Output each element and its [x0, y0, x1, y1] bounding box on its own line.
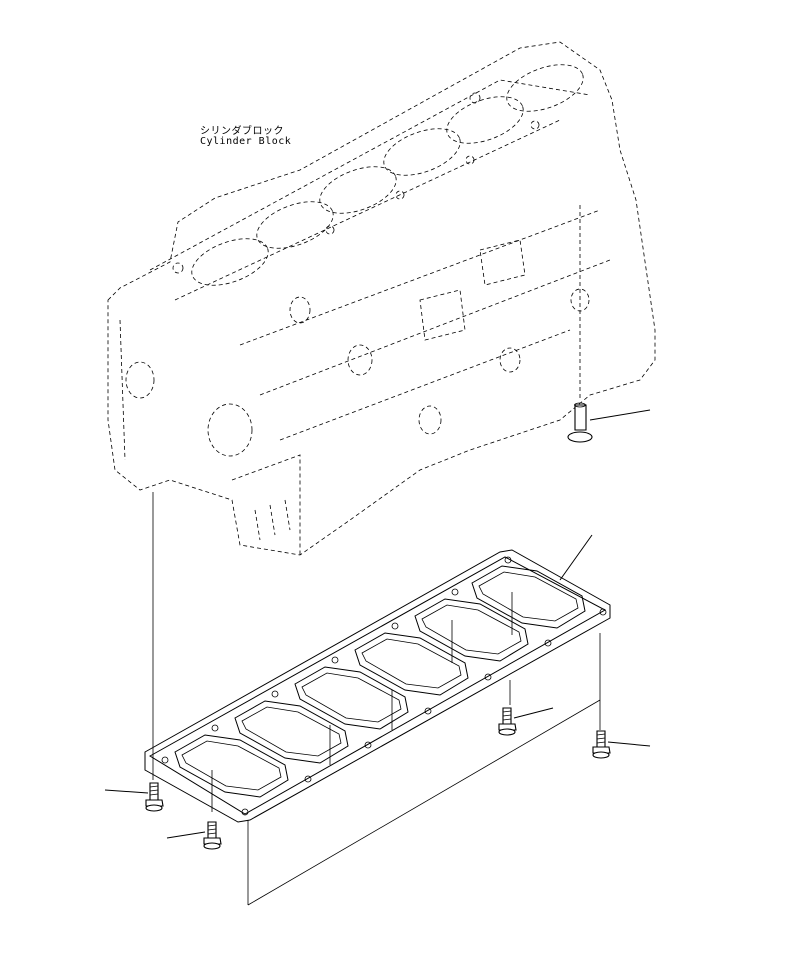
dowel-pin — [567, 205, 651, 443]
bolt-left-lower — [166, 821, 222, 850]
bolt-right — [592, 730, 651, 759]
cylinder-block-phantom — [107, 41, 656, 556]
cylinder-block-label-jp: シリンダブロック — [200, 126, 284, 137]
assembly-leader-lines — [152, 492, 601, 906]
bolt-center — [498, 707, 554, 736]
cylinder-block-label-en: Cylinder Block — [200, 136, 292, 147]
gasket-plate — [144, 534, 611, 823]
bolt-left-upper — [104, 782, 164, 812]
gasket-openings — [174, 565, 586, 798]
gasket-bolt-holes — [161, 556, 607, 816]
